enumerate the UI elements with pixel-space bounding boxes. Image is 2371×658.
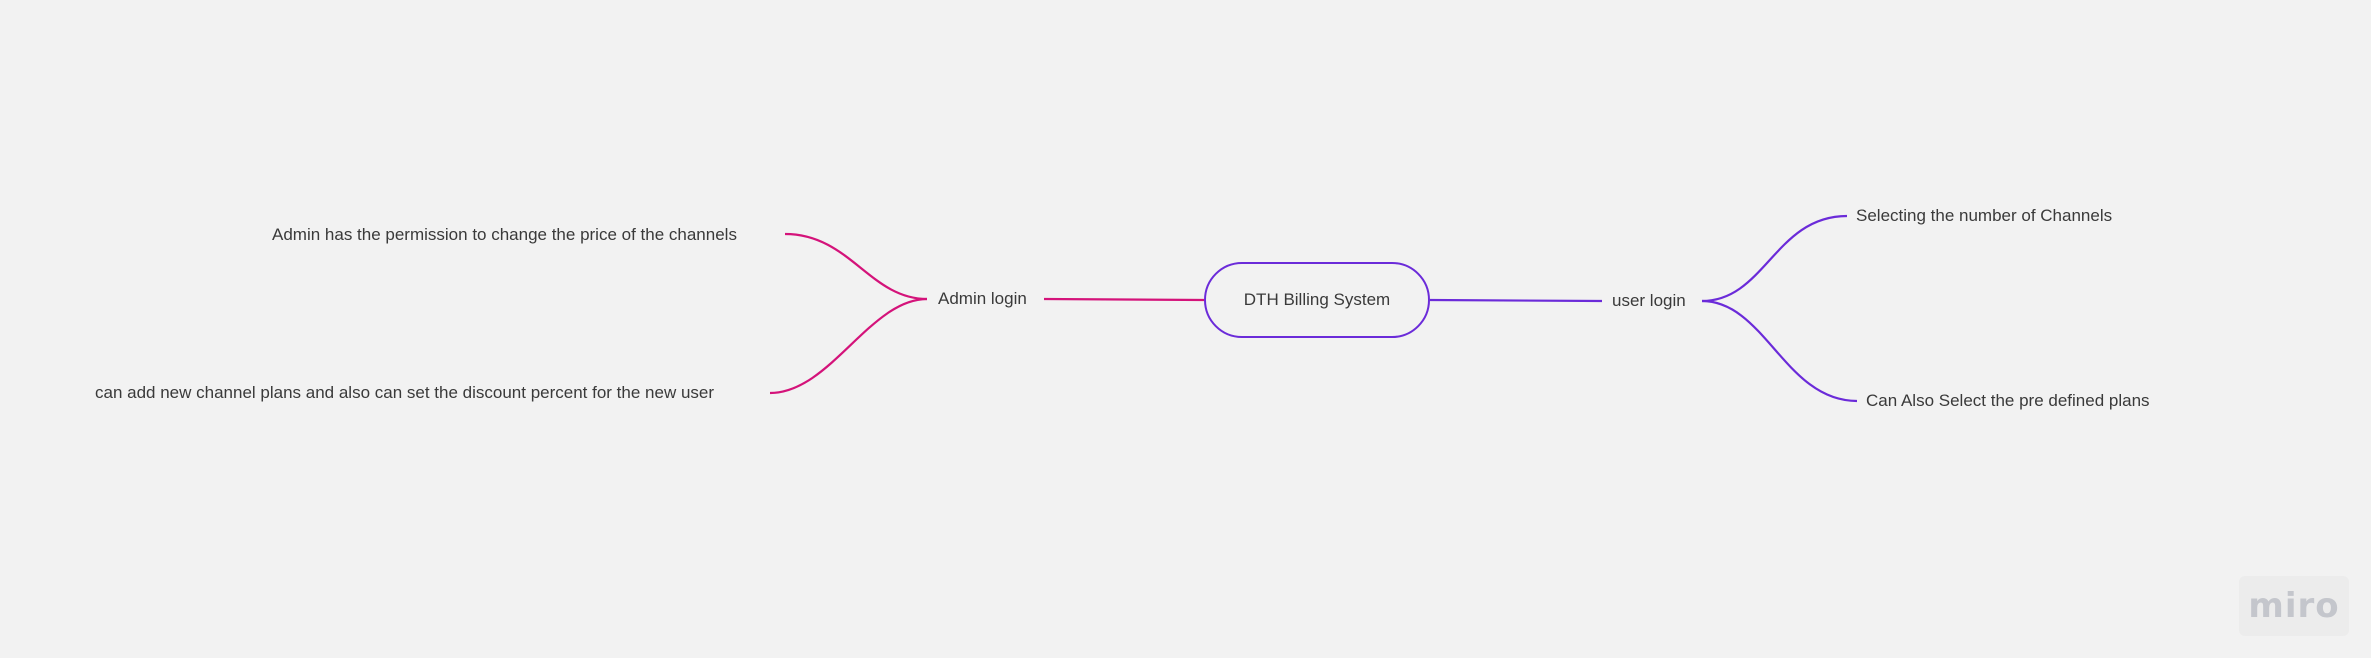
- connector-root-to-user: [1429, 298, 1603, 303]
- user-child-node-1[interactable]: Selecting the number of Channels: [1856, 206, 2113, 225]
- user-child-node-2[interactable]: Can Also Select the pre defined plans: [1866, 391, 2150, 410]
- miro-logo[interactable]: miro: [2239, 576, 2349, 636]
- connector-admin-to-child-1: [784, 232, 928, 301]
- connector-root-to-admin: [1043, 297, 1205, 302]
- user-login-node[interactable]: user login: [1612, 291, 1686, 310]
- miro-logo-text: miro: [2248, 586, 2340, 626]
- root-node[interactable]: DTH Billing System: [1204, 262, 1430, 338]
- admin-child-node-2[interactable]: can add new channel plans and also can s…: [95, 383, 715, 402]
- root-node-label: DTH Billing System: [1243, 290, 1391, 309]
- connector-admin-to-child-2: [769, 297, 928, 395]
- connector-user-to-child-1: [1701, 214, 1848, 303]
- admin-login-node[interactable]: Admin login: [938, 289, 1027, 308]
- connector-user-to-child-2: [1701, 299, 1858, 403]
- admin-child-node-1[interactable]: Admin has the permission to change the p…: [272, 225, 737, 244]
